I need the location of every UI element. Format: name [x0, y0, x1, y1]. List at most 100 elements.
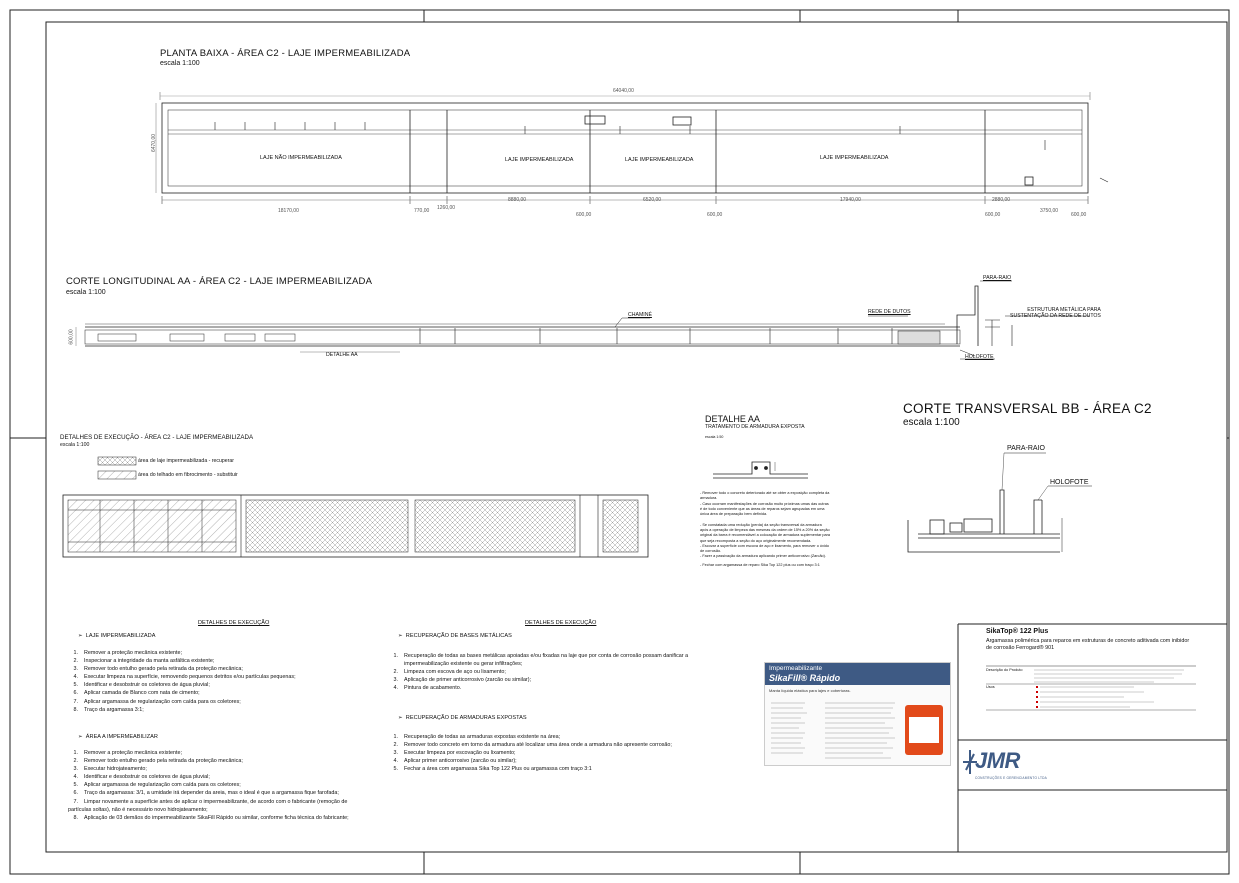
- sikatop-subtitle: Argamassa polimérica para reparos em est…: [986, 638, 1190, 651]
- list-item: 4.Aplicar primer anticorrosivo (zarcão o…: [393, 758, 517, 765]
- details-exec-title: DETALHES DE EXECUÇÃO - ÁREA C2 - LAJE IM…: [60, 434, 254, 441]
- room-label-3: LAJE IMPERMEABILIZADA: [625, 157, 694, 163]
- list-item: 7.Aplicar argamassa de regularização com…: [73, 698, 241, 705]
- list-item: 1.Remover a proteção mecânica existente;: [73, 750, 182, 756]
- plan-dim-top: 64040,00: [613, 88, 634, 94]
- list-item: partículas soltas), não é necessário nov…: [68, 806, 208, 813]
- detail-aa-title: DETALHE AA: [705, 414, 760, 424]
- chimney-label: CHAMINÉ: [628, 312, 652, 318]
- plan-dim: 600,00: [985, 212, 1001, 218]
- plan-dim: 770,00: [414, 208, 430, 214]
- sikafill-product-sheet: Impermeabilizante SikaFill® Rápido Manta…: [764, 662, 951, 766]
- list-item: 6.Traço da argamassa: 3/1, a umidade irá…: [73, 790, 339, 797]
- list-item: impermeabilização existente ou gerar inf…: [404, 661, 523, 668]
- sikafill-text-lines: [771, 702, 895, 759]
- detail-aa-note: - Caso ocorram manifestações de corrosão…: [700, 502, 829, 517]
- list-item: 2.Inspecionar a integridade da manta asf…: [73, 658, 215, 665]
- list-item: 1.Remover a proteção mecânica existente;: [73, 650, 182, 656]
- sikafill-header: Impermeabilizante SikaFill® Rápido: [765, 663, 950, 685]
- list-item: 4.Pintura de acabamento.: [393, 685, 462, 692]
- detail-aa-note: - Escovar a superfície com escova de aço…: [700, 544, 829, 554]
- detail-aa-note: - Fazer a passivação da armadura aplican…: [700, 554, 826, 558]
- plan-dim: 600,00: [1071, 212, 1087, 218]
- room-label-1: LAJE NÃO IMPERMEABILIZADA: [260, 155, 342, 161]
- exec-left-group2-list: 1.Remover a proteção mecânica existente;…: [64, 749, 349, 822]
- list-item: 5.Fechar a área com argamassa Sika Top 1…: [393, 766, 592, 773]
- plan-dim-height: 6470,00: [151, 133, 158, 153]
- legend-replace: área do telhado em fibrocimento - substi…: [138, 472, 238, 478]
- details-exec-drawing: [62, 456, 649, 558]
- sikatop-desc-label: Descrição do Produto: [986, 668, 1023, 672]
- list-item: 3.Remover todo entulho gerado pela retir…: [73, 666, 243, 673]
- exec-left-heading: DETALHES DE EXECUÇÃO: [198, 620, 270, 626]
- exec-left-group1-list: 1.Remover a proteção mecânica existente;…: [64, 649, 296, 714]
- list-item: 3.Executar hidrojateamento;: [73, 766, 147, 773]
- product-pail-image: [905, 705, 943, 755]
- list-item: 8.Aplicação de 03 demãos do impermeabili…: [73, 814, 349, 821]
- sikafill-category: Impermeabilizante: [769, 665, 823, 672]
- plan-dim: 8880,00: [508, 197, 527, 203]
- section-bb-drawing: [907, 452, 1092, 553]
- plan-dim: 1260,00: [437, 205, 456, 211]
- section-aa-title: CORTE LONGITUDINAL AA - ÁREA C2 - LAJE I…: [66, 276, 373, 287]
- floor-plan: [155, 92, 1109, 204]
- detail-aa-scale: escala 1:50: [705, 435, 724, 439]
- bb-lightning-rod-label: PARA-RAIO: [1007, 445, 1045, 452]
- section-bb-scale: escala 1:100: [903, 417, 960, 428]
- room-label-4: LAJE IMPERMEABILIZADA: [820, 155, 889, 161]
- sikatop-title: SikaTop® 122 Plus: [986, 628, 1049, 635]
- list-item: 2.Remover todo entulho gerado pela retir…: [73, 758, 243, 765]
- bb-floodlight-label: HOLOFOTE: [1050, 479, 1089, 486]
- detail-aa-note: - Remover todo o concreto deteriorado at…: [700, 491, 830, 501]
- section-aa-drawing: [75, 280, 1090, 360]
- detail-aa-note: - Fechar com argamassa de reparo Sika To…: [700, 563, 820, 567]
- plan-dim: 6520,00: [643, 197, 662, 203]
- logo-tagline: CONSTRUÇÕES E GERENCIAMENTO LTDA: [975, 776, 1047, 780]
- legend-recover: área de laje impermeabilizada - recupera…: [138, 458, 235, 464]
- list-item: 7.Limpar novamente a superfície antes de…: [73, 798, 348, 805]
- detail-aa-drawing: [713, 461, 808, 479]
- list-item: 3.Executar limpeza por escovação ou lixa…: [393, 750, 516, 757]
- list-item: 1.Recuperação de todas as armaduras expo…: [393, 734, 561, 740]
- detail-aa-ref: DETALHE AA: [326, 352, 358, 358]
- plan-title: PLANTA BAIXA - ÁREA C2 - LAJE IMPERMEABI…: [160, 48, 411, 59]
- plan-dim: 18170,00: [278, 208, 299, 214]
- list-item: 1.Recuperação de todas as bases metálica…: [393, 653, 689, 659]
- plan-dim: 3750,00: [1040, 208, 1059, 214]
- list-item: 2.Limpeza com escova de aço ou lixamento…: [393, 669, 506, 676]
- detail-aa-subtitle: TRATAMENTO DE ARMADURA EXPOSTA: [705, 424, 805, 430]
- sikafill-tagline: Manta líquida elástica para lajes e cobe…: [769, 688, 851, 693]
- plan-dim: 600,00: [576, 212, 592, 218]
- detail-aa-note: - Se constatada uma redução (perda) da s…: [700, 523, 831, 543]
- list-item: 2.Remover todo concreto em torno da arma…: [393, 742, 672, 749]
- list-item: 4.Executar limpeza na superfície, remove…: [73, 674, 296, 681]
- exec-right-group1-title: ➢ RECUPERAÇÃO DE BASES METÁLICAS: [398, 633, 512, 639]
- steel-structure-label: ESTRUTURA METÁLICA PARA SUSTENTAÇÃO DA R…: [1010, 307, 1101, 319]
- list-item: 5.Identificar e desobstruir os coletores…: [73, 682, 210, 689]
- exec-right-group2-title: ➢ RECUPERAÇÃO DE ARMADURAS EXPOSTAS: [398, 715, 527, 721]
- room-label-2: LAJE IMPERMEABILIZADA: [505, 157, 574, 163]
- list-item: 3.Aplicação de primer anticorrosivo (zar…: [393, 677, 532, 684]
- section-aa-scale: escala 1:100: [66, 289, 106, 296]
- plan-scale: escala 1:100: [160, 60, 200, 67]
- sikatop-text-lines: [1034, 669, 1184, 708]
- exec-left-group2-title: ➢ ÁREA A IMPERMEABILIZAR: [78, 734, 158, 740]
- section-aa-dim: 600,00: [68, 329, 75, 345]
- lightning-rod-label: PARA-RAIO: [983, 275, 1012, 281]
- sikatop-uses-label: Usos: [986, 685, 995, 689]
- logo-wordmark: JMR: [975, 748, 1020, 773]
- jmr-logo: JMR CONSTRUÇÕES E GERENCIAMENTO LTDA: [963, 748, 1069, 784]
- list-item: 5.Aplicar argamassa de regularização com…: [73, 782, 241, 789]
- exec-right-heading: DETALHES DE EXECUÇÃO: [525, 620, 597, 626]
- section-bb-title: CORTE TRANSVERSAL BB - ÁREA C2: [903, 401, 1152, 416]
- list-item: 6.Aplicar camada de Blanco com nata de c…: [73, 690, 200, 697]
- duct-label: REDE DE DUTOS: [868, 309, 911, 315]
- exec-right-group2-list: 1.Recuperação de todas as armaduras expo…: [384, 733, 672, 773]
- plan-dim: 2880,00: [992, 197, 1011, 203]
- plan-dim: 600,00: [707, 212, 723, 218]
- list-item: 4.Identificar e desobstruir os coletores…: [73, 774, 210, 781]
- sikatop-bullets: [1036, 686, 1038, 708]
- exec-right-group1-list: 1.Recuperação de todas as bases metálica…: [384, 652, 689, 692]
